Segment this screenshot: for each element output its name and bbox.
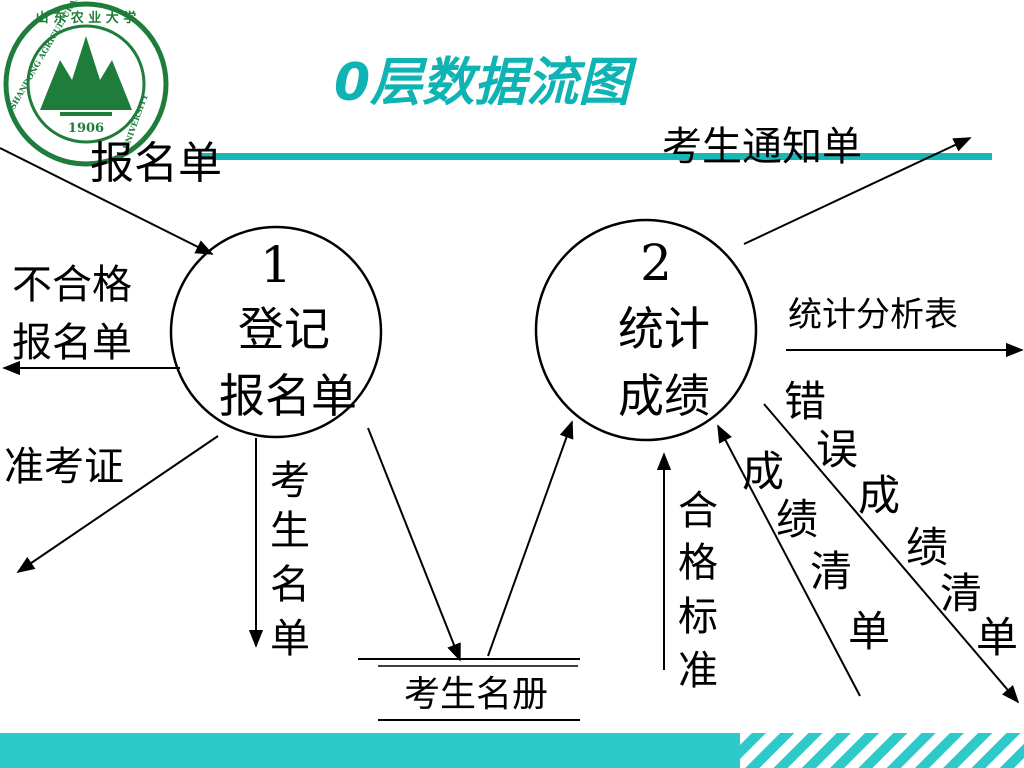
label-score-list-char: 清 (810, 547, 852, 596)
process-1: 1 登记 报名单 (169, 225, 383, 439)
flow-score-list-arrow (717, 424, 861, 697)
label-score-list-char: 绩 (776, 495, 818, 544)
flow-signup-arrow (0, 147, 214, 255)
university-logo: 1906 山 东 农 业 大 学 SHANDONG AGRICULTURAL U… (3, 0, 169, 167)
process-1-name-line2: 报名单 (219, 369, 357, 423)
label-roster-char: 考 (270, 458, 310, 504)
label-error-list-char: 错 (784, 377, 826, 426)
label-roster-char: 生 (270, 508, 310, 554)
process-1-number: 1 (260, 236, 292, 294)
label-error-list-char: 清 (940, 569, 982, 618)
label-pass-standard-char: 格 (678, 540, 718, 586)
label-roster-char: 名 (270, 562, 310, 608)
label-score-list: 成 绩 清 单 (742, 447, 890, 656)
process-2-circle (534, 218, 758, 442)
label-error-list-char: 误 (816, 425, 858, 474)
label-score-list-char: 单 (848, 607, 890, 656)
logo-top-text: 山 东 农 业 大 学 (36, 10, 137, 26)
label-unqualified-line1: 不合格 (12, 262, 132, 308)
data-store: 考生名册 (358, 658, 580, 721)
label-signup-form: 报名单 (90, 138, 222, 189)
label-unqualified-line2: 报名单 (12, 320, 132, 366)
label-pass-standard-char: 合 (678, 488, 718, 534)
label-pass-standard-char: 准 (678, 648, 718, 694)
process-2-name-line2: 成绩 (618, 369, 710, 423)
process-1-name-line1: 登记 (238, 302, 330, 356)
flow-notice-arrow (743, 137, 972, 245)
mountain-icon (40, 36, 132, 110)
label-score-list-char: 成 (742, 447, 784, 496)
process-2-name-line1: 统计 (618, 302, 710, 356)
label-roster-vertical: 考 生 名 单 (270, 458, 310, 662)
footer-band (0, 733, 1024, 768)
label-pass-standard-char: 标 (678, 594, 718, 640)
process-2: 2 统计 成绩 (534, 218, 758, 442)
label-error-list-char: 成 (858, 471, 900, 520)
label-pass-standard: 合 格 标 准 (678, 488, 718, 694)
footer-stripes (740, 733, 1024, 768)
label-error-list-char: 绩 (906, 523, 948, 572)
flow-from-store-arrow (487, 420, 574, 657)
label-roster-char: 单 (270, 616, 310, 662)
label-error-score-list: 错 误 成 绩 清 单 (784, 377, 1018, 662)
label-notice: 考生通知单 (662, 124, 862, 170)
flow-admission-arrow (16, 435, 219, 574)
label-admission-ticket: 准考证 (4, 444, 124, 490)
label-stats-table: 统计分析表 (788, 295, 958, 335)
flow-to-store-arrow (367, 427, 461, 662)
flow-error-list-arrow (763, 403, 1020, 704)
logo-ground-line (60, 112, 112, 116)
label-error-list-char: 单 (976, 613, 1018, 662)
process-1-circle (169, 225, 383, 439)
page-title: 0层数据流图 (334, 53, 638, 113)
title-underline (200, 153, 992, 160)
data-store-label: 考生名册 (404, 674, 548, 715)
process-2-number: 2 (640, 234, 672, 292)
logo-year: 1906 (68, 121, 104, 136)
